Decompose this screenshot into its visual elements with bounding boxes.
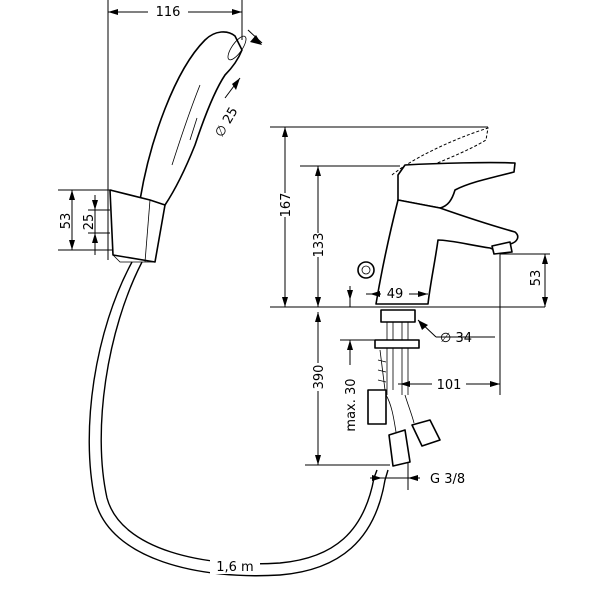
dim-49: 49 bbox=[347, 285, 428, 307]
dim-133: 133 bbox=[300, 165, 400, 307]
label-hose-length: 1,6 m bbox=[216, 560, 253, 575]
dim-diameter-34: ∅ 34 bbox=[417, 319, 495, 346]
hose bbox=[88, 261, 389, 577]
shower-holder bbox=[109, 189, 166, 263]
label-height-total: 167 bbox=[279, 193, 294, 218]
dim-167: 167 bbox=[270, 126, 488, 307]
dim-101: 101 bbox=[398, 254, 501, 395]
dim-holder: 53 25 bbox=[58, 189, 112, 255]
label-spout-depth: 49 bbox=[387, 287, 404, 302]
dim-g38: G 3/8 bbox=[370, 462, 465, 490]
label-height-spout: 133 bbox=[312, 233, 327, 258]
faucet bbox=[270, 127, 545, 467]
label-connection: G 3/8 bbox=[430, 472, 465, 487]
label-diameter-base: ∅ 34 bbox=[440, 331, 472, 346]
label-holder-inner: 25 bbox=[82, 214, 97, 231]
label-diameter-handshower: ∅ 25 bbox=[212, 105, 241, 140]
dim-116: 116 bbox=[107, 0, 243, 260]
label-shank-length: 390 bbox=[312, 365, 327, 390]
label-outlet-height: 53 bbox=[529, 270, 544, 287]
hand-shower bbox=[139, 31, 247, 206]
label-holder-height: 53 bbox=[59, 213, 74, 230]
label-width-handshower: 116 bbox=[156, 5, 181, 20]
label-spout-reach: 101 bbox=[437, 378, 462, 393]
label-max-thickness: max. 30 bbox=[344, 378, 359, 431]
dim-max-30: max. 30 bbox=[340, 339, 380, 445]
dim-hose-length: 1,6 m bbox=[210, 558, 260, 575]
dim-53-outlet: 53 bbox=[500, 253, 550, 307]
dim-390: 390 bbox=[300, 306, 390, 466]
